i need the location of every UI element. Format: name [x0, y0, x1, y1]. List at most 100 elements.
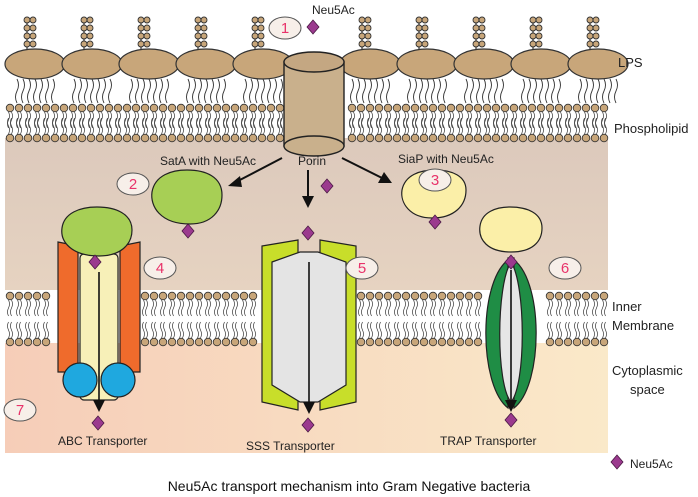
inner-membrane-label-line2: Membrane: [612, 318, 674, 333]
phospholipid: [473, 103, 483, 143]
lps-molecule: [232, 16, 294, 104]
phospholipid: [158, 291, 168, 347]
phospholipid: [50, 103, 60, 143]
trap-transporter-label: TRAP Transporter: [440, 434, 536, 448]
porin-label: Porin: [298, 154, 326, 168]
step-number: 1: [281, 20, 289, 37]
phospholipid: [518, 103, 528, 143]
phospholipid: [140, 103, 150, 143]
phospholipid: [194, 291, 204, 347]
inner-membrane-bilayer: [5, 291, 609, 347]
phospholipid: [356, 103, 366, 143]
step-marker-3: 3: [418, 168, 452, 192]
phospholipid: [95, 103, 105, 143]
phospholipid: [212, 103, 222, 143]
phospholipid: [554, 291, 564, 347]
phospholipid: [68, 103, 78, 143]
abc-transporter-label: ABC Transporter: [58, 434, 147, 448]
step-marker-2: 2: [116, 172, 150, 196]
phospholipid: [464, 291, 474, 347]
phospholipid: [257, 103, 267, 143]
porin-channel: [283, 51, 345, 157]
neu5ac-diamond: [320, 178, 334, 194]
cytoplasmic-space-label-line2: space: [630, 382, 665, 397]
neu5ac-diamond: [181, 223, 195, 239]
phospholipid: [509, 103, 519, 143]
phospholipid: [203, 291, 213, 347]
step-marker-4: 4: [143, 256, 177, 280]
porin-arrows: [228, 157, 392, 208]
phospholipid: [230, 291, 240, 347]
neu5ac-diamond: [306, 19, 320, 35]
phospholipid: [392, 103, 402, 143]
phospholipid: [131, 103, 141, 143]
phospholipid: [455, 291, 465, 347]
neu5ac-diamond: [301, 417, 315, 433]
phospholipid: [491, 103, 501, 143]
legend-neu5ac-label: Neu5Ac: [630, 457, 673, 471]
phospholipid: [77, 103, 87, 143]
sss-transporter-label: SSS Transporter: [246, 439, 335, 453]
phospholipid: [572, 291, 582, 347]
phospholipid: [590, 291, 600, 347]
phospholipid: [365, 291, 375, 347]
phospholipid: [572, 103, 582, 143]
phospholipid: [401, 291, 411, 347]
step-number: 2: [129, 176, 137, 193]
phospholipid: [428, 291, 438, 347]
phospholipid: [167, 291, 177, 347]
step-number: 4: [156, 260, 164, 277]
phospholipid: [419, 291, 429, 347]
phospholipid: [194, 103, 204, 143]
phospholipid: [149, 103, 159, 143]
phospholipid: [446, 103, 456, 143]
phospholipid: [545, 291, 555, 347]
phospholipid: [428, 103, 438, 143]
phospholipid: [446, 291, 456, 347]
phospholipid: [545, 103, 555, 143]
phospholipid: [554, 103, 564, 143]
phospholipid: [140, 291, 150, 347]
phospholipid: [419, 103, 429, 143]
neu5ac-diamond: [610, 454, 624, 470]
lps-label: LPS: [618, 55, 643, 70]
lps-molecule: [339, 16, 401, 104]
phospholipid: [23, 103, 33, 143]
phospholipid: [383, 291, 393, 347]
phospholipid: [536, 103, 546, 143]
abc-transporter: [57, 206, 141, 412]
phospholipid-label: Phospholipid: [614, 121, 688, 136]
phospholipid: [464, 103, 474, 143]
lps-layer: [4, 16, 629, 104]
lps-molecule: [4, 16, 66, 104]
neu5ac-diamond: [91, 415, 105, 431]
phospholipid: [176, 103, 186, 143]
step-number: 3: [431, 172, 439, 189]
phospholipid: [32, 291, 42, 347]
phospholipid: [59, 103, 69, 143]
diagram-caption: Neu5Ac transport mechanism into Gram Neg…: [168, 478, 531, 494]
trap-transporter: [479, 206, 543, 412]
phospholipid: [347, 103, 357, 143]
phospholipid: [5, 291, 15, 347]
step-number: 5: [358, 260, 366, 277]
step-markers: 1 2 3 4 5 6 7: [3, 16, 582, 422]
neu5ac-top-label: Neu5Ac: [312, 3, 355, 17]
phospholipid: [86, 103, 96, 143]
step-number: 6: [561, 260, 569, 277]
phospholipid: [401, 103, 411, 143]
phospholipid: [356, 291, 366, 347]
phospholipid: [482, 103, 492, 143]
phospholipid: [248, 291, 258, 347]
step-marker-7: 7: [3, 398, 37, 422]
neu5ac-diamond: [504, 412, 518, 428]
sata-binding-protein: [151, 169, 223, 225]
phospholipid: [581, 103, 591, 143]
step-marker-1: 1: [268, 16, 302, 40]
phospholipid: [14, 291, 24, 347]
lps-molecule: [510, 16, 572, 104]
phospholipid: [185, 291, 195, 347]
phospholipid: [32, 103, 42, 143]
lps-molecule: [567, 16, 629, 104]
sata-label: SatA with Neu5Ac: [160, 154, 256, 168]
